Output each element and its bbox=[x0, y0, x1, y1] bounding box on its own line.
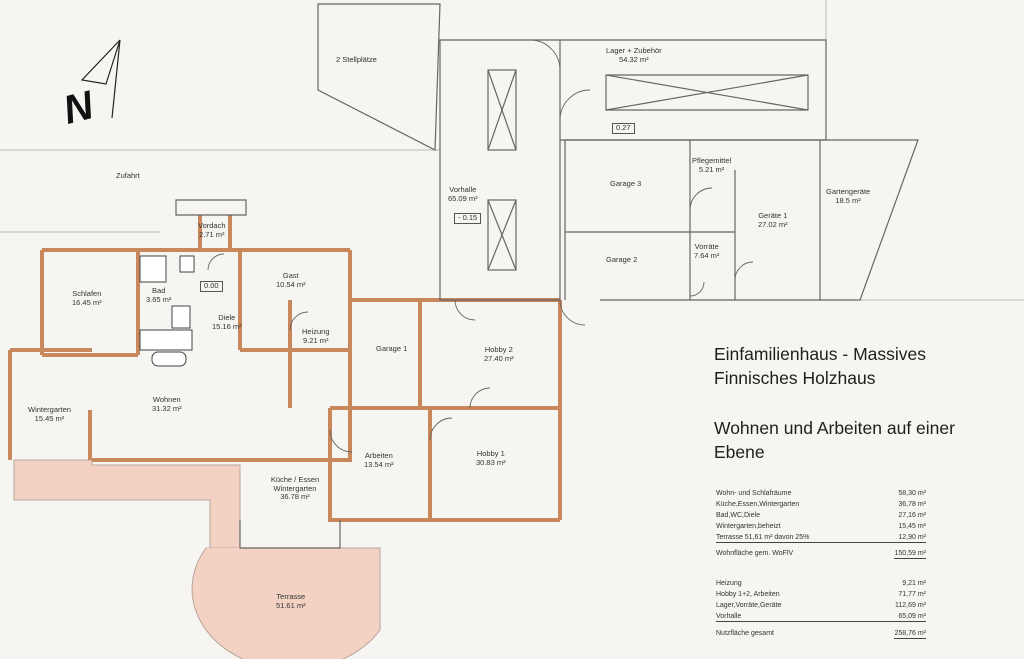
house-walls bbox=[8, 215, 352, 462]
title-line-4: Ebene bbox=[714, 442, 765, 462]
work-wing-walls bbox=[328, 298, 562, 522]
annex-walls bbox=[175, 3, 919, 549]
title-line-2: Finnisches Holzhaus bbox=[714, 368, 876, 388]
north-arrow bbox=[80, 39, 121, 119]
level-mark: - 0.15 bbox=[454, 213, 482, 224]
title-line-1: Einfamilienhaus - Massives bbox=[714, 344, 927, 364]
drive-label: Zufahrt bbox=[116, 171, 140, 180]
room-stellplatze: 2 Stellplätze bbox=[336, 55, 377, 64]
level-mark: 0.27 bbox=[612, 123, 635, 134]
summary-row: Terrasse 51,61 m² davon 25%12,90 m² bbox=[716, 534, 926, 544]
room-garage2: Garage 2 bbox=[606, 255, 638, 264]
room-garage3: Garage 3 bbox=[610, 179, 642, 188]
level-mark: 0.00 bbox=[200, 281, 223, 292]
title-line-3: Wohnen und Arbeiten auf einer bbox=[714, 418, 955, 438]
bath-fixtures bbox=[139, 255, 195, 367]
room-garage1: Garage 1 bbox=[376, 344, 408, 353]
door-swings bbox=[207, 39, 754, 453]
